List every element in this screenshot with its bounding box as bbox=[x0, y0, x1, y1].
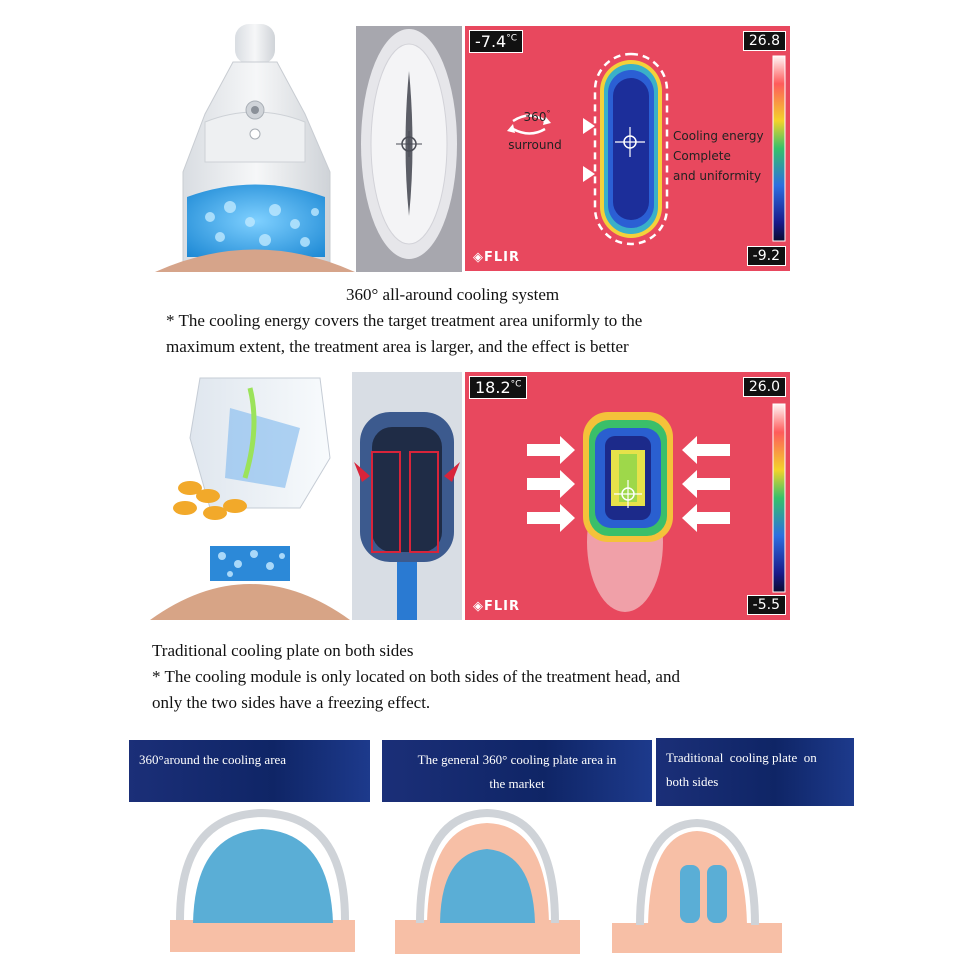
flir-logo: ◈FLIR bbox=[473, 599, 521, 614]
banner-general-360: The general 360° cooling plate area in t… bbox=[382, 740, 652, 802]
scale-min-readout: -9.2 bbox=[746, 246, 786, 266]
banner-360-around: 360°around the cooling area bbox=[129, 740, 370, 802]
coverage-diagram-general bbox=[395, 805, 580, 955]
temperature-readout: 18.2°C bbox=[469, 376, 528, 399]
device-photo-360 bbox=[155, 22, 355, 272]
scale-min-readout: -5.5 bbox=[746, 595, 786, 615]
scale-max-readout: 26.0 bbox=[742, 377, 786, 397]
coverage-diagram-360 bbox=[165, 805, 360, 955]
device-cutaway-illustration bbox=[150, 368, 350, 620]
thermal-image-360: -7.4°C 26.8 -9.2 ◈FLIR 360° surround Coo… bbox=[465, 26, 790, 271]
applicator-photo-360 bbox=[356, 26, 462, 272]
flir-mark-icon: ◈ bbox=[473, 250, 484, 265]
cooling-note: Cooling energy Complete and uniformity bbox=[673, 129, 764, 183]
section2-desc-line1: * The cooling module is only located on … bbox=[152, 667, 680, 686]
temperature-readout: -7.4°C bbox=[469, 30, 524, 53]
section2-desc-line2: only the two sides have a freezing effec… bbox=[152, 693, 431, 712]
flir-logo: ◈FLIR bbox=[473, 250, 521, 265]
thermal-image-traditional: 18.2°C 26.0 -5.5 ◈FLIR bbox=[465, 372, 790, 620]
section1-title: 360° all-around cooling system bbox=[346, 285, 560, 304]
applicator-photo-traditional bbox=[352, 372, 462, 620]
coverage-diagram-traditional bbox=[610, 805, 785, 955]
section1-desc-line1: * The cooling energy covers the target t… bbox=[166, 311, 643, 330]
section1-desc-line2: maximum extent, the treatment area is la… bbox=[166, 337, 629, 356]
banner-traditional: Traditional cooling plate on both sides bbox=[656, 738, 854, 806]
flir-mark-icon: ◈ bbox=[473, 599, 484, 614]
banner-underline bbox=[160, 802, 346, 805]
section2-title: Traditional cooling plate on both sides bbox=[152, 641, 414, 660]
rotation-label: 360° surround bbox=[508, 109, 562, 152]
scale-max-readout: 26.8 bbox=[742, 31, 786, 51]
